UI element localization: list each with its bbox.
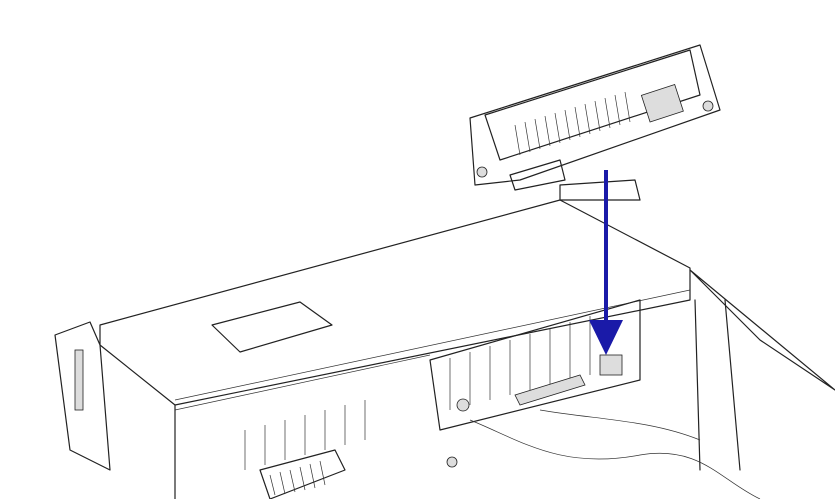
riser-connector <box>514 374 586 406</box>
cover-label-area <box>211 301 333 353</box>
riser-socket <box>599 354 623 376</box>
pcie-slot-area <box>244 299 641 470</box>
heatsink <box>259 449 346 499</box>
riser-card-assembly <box>469 44 721 191</box>
server-chassis <box>54 179 835 499</box>
down-arrow-icon <box>589 170 623 355</box>
